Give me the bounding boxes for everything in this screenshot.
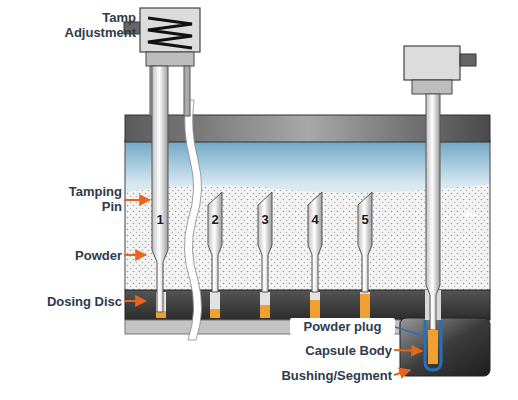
callout-number: 4 — [307, 212, 323, 227]
leader-arrow — [394, 350, 422, 351]
part-label: Tamping Pin — [58, 184, 122, 214]
transfer-collar — [412, 80, 452, 94]
part-label: Capsule Body — [290, 343, 392, 358]
adjust-knob — [460, 54, 476, 66]
dosing-bore — [260, 292, 270, 318]
capsule-body — [425, 320, 441, 370]
tamping-pin — [152, 66, 168, 312]
transfer-housing — [404, 46, 460, 80]
powder-slug — [260, 305, 270, 318]
powder-slug — [360, 294, 370, 318]
powder-slug — [210, 309, 220, 318]
break-mark — [184, 100, 201, 340]
leader-arrow — [394, 370, 410, 375]
tamp-housing — [140, 8, 200, 52]
part-label: Tamp Adjustment — [48, 10, 136, 40]
dosing-bore — [310, 292, 320, 318]
tamping-pin — [258, 192, 272, 292]
callout-number: 3 — [257, 212, 273, 227]
spring — [148, 18, 192, 48]
part-label: Dosing Disc — [30, 294, 122, 309]
leader-arrow — [124, 300, 146, 302]
leader-line — [395, 327, 428, 337]
motion-arrow — [465, 211, 478, 219]
guide-rod — [184, 66, 190, 116]
dosing-bore — [210, 292, 220, 318]
leader-arrow — [124, 199, 150, 201]
powder-plug — [428, 330, 438, 364]
callout-number: 5 — [357, 212, 373, 227]
bushing-segment — [400, 318, 490, 376]
part-label: Bushing/Segment — [262, 368, 392, 383]
callout-number: 2 — [207, 212, 223, 227]
dosing-bore — [360, 292, 370, 318]
leader-arrow — [124, 254, 146, 256]
tamping-pin — [358, 192, 372, 292]
transfer-pin — [426, 94, 440, 330]
callout-number: 1 — [152, 212, 168, 227]
tamping-pin — [208, 192, 222, 292]
part-label: Powder plug — [290, 318, 395, 335]
powder-slug — [310, 300, 320, 318]
tamping-pin — [308, 192, 322, 292]
part-label: Powder — [50, 248, 122, 263]
tamp-collar — [146, 52, 194, 66]
